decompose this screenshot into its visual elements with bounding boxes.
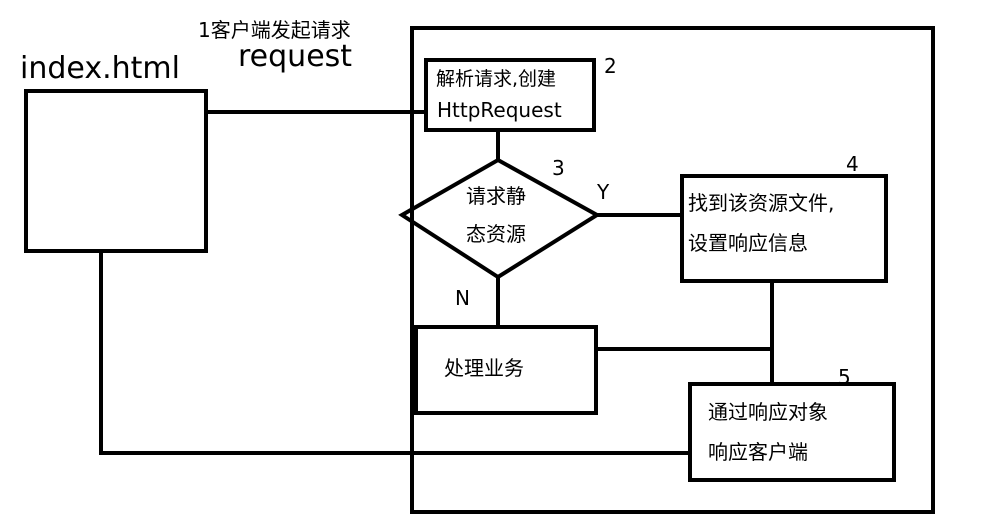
yes-label: Y [597, 180, 610, 204]
respond-line2: 响应客户端 [708, 440, 808, 464]
request-word: request [238, 39, 353, 74]
parse-request-box [424, 58, 596, 132]
step-number-4: 4 [846, 152, 859, 176]
no-label: N [455, 286, 470, 310]
step-number-5: 5 [838, 365, 851, 389]
response-connector [99, 251, 690, 455]
business-box [414, 325, 598, 415]
find-resource-line2: 设置响应信息 [688, 231, 808, 255]
step-number-2: 2 [604, 54, 617, 78]
parse-request-line1: 解析请求,创建 [436, 68, 557, 90]
parse-request-line2: HttpRequest [437, 98, 562, 122]
decision-line1: 请求静 [466, 184, 526, 208]
respond-line1: 通过响应对象 [708, 400, 828, 424]
find-resource-box [680, 174, 888, 283]
server-frame [410, 26, 935, 514]
request-step-label: 1客户端发起请求 [198, 18, 351, 42]
step-number-3: 3 [552, 156, 565, 180]
business-label: 处理业务 [444, 356, 524, 380]
decision-line2: 态资源 [466, 222, 526, 246]
find-resource-line1: 找到该资源文件, [688, 191, 835, 215]
client-title: index.html [20, 51, 180, 86]
client-box [24, 89, 208, 253]
respond-box [688, 382, 896, 482]
static-resource-decision [398, 157, 601, 280]
